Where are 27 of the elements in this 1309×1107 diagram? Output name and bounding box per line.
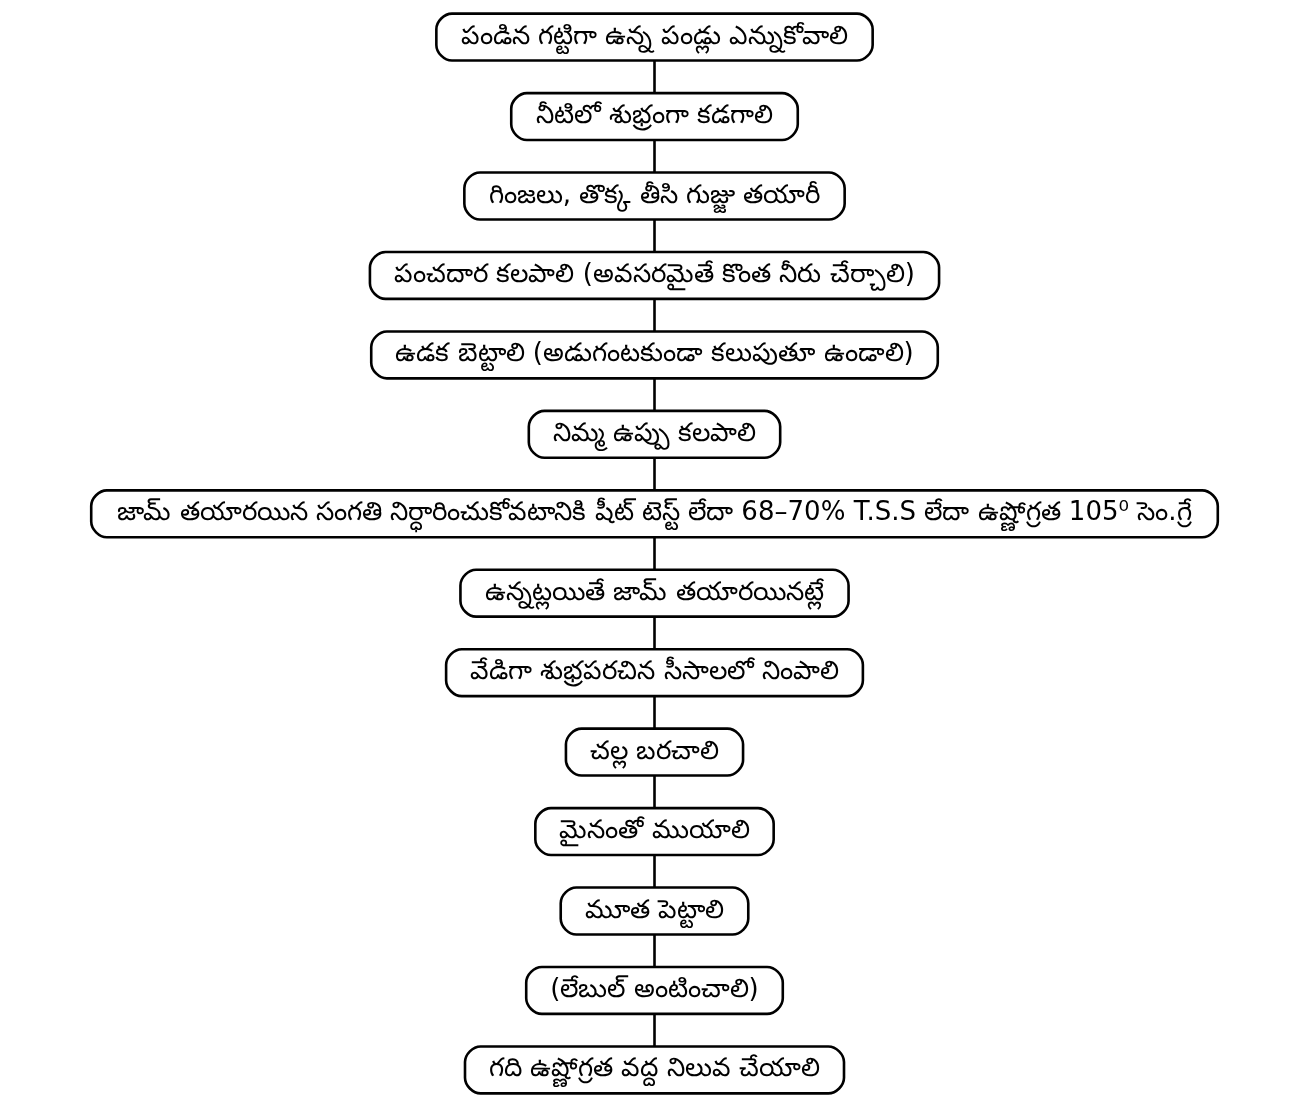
connector [653,616,656,649]
node-box: గది ఉష్ణోగ్రత వద్ద నిలువ చేయాలి [463,1045,846,1095]
connector [653,537,656,570]
node-box: మూత పెట్టాలి [559,886,750,936]
node-box: (లేబుల్ అంటించాలి) [524,965,785,1016]
connector [653,775,656,808]
node-box: వేడిగా శుభ్రపరచిన సీసాలలో నింపాలి [444,647,865,698]
node-box: చల్ల బరచాలి [564,727,745,777]
connector [653,219,656,252]
connector [653,298,656,332]
node-box: నీటిలో శుభ్రంగా కడగాలి [509,91,800,142]
node-box: ఉన్నట్లయితే జామ్ తయారయినట్లే [459,568,850,618]
connector [653,696,656,729]
connector [653,855,656,888]
node-box: పంచదార కలపాలి (అవసరమైతే కొంత నీరు చేర్చాలి) [368,250,941,301]
node-box: పండిన గట్టిగా ఉన్న పండ్లు ఎన్నుకోవాలి [435,12,874,62]
connector [653,140,656,173]
connector [653,934,656,967]
connector [653,457,656,491]
node-box: గింజలు, తొక్క తీసి గుజ్జు తయారీ [463,171,846,221]
node-box: నిమ్మ ఉప్పు కలపాలి [527,409,782,460]
node-box: జామ్ తయారయిన సంగతి నిర్ధారించుకోవటానికి షీట్ టెస్ట్ లేదా 68–70% T.S.S లేదా ఉష్ణోగ్రత 105⁰ సెం.గ్రే [89,489,1220,539]
connector [653,378,656,411]
node-box: మైనంతో ముయాలి [534,806,775,857]
connector [653,60,656,93]
connector [653,1014,656,1047]
node-box: ఉడక బెట్టాలి (అడుగంటకుండా కలుపుతూ ఉండాలి) [369,330,940,380]
